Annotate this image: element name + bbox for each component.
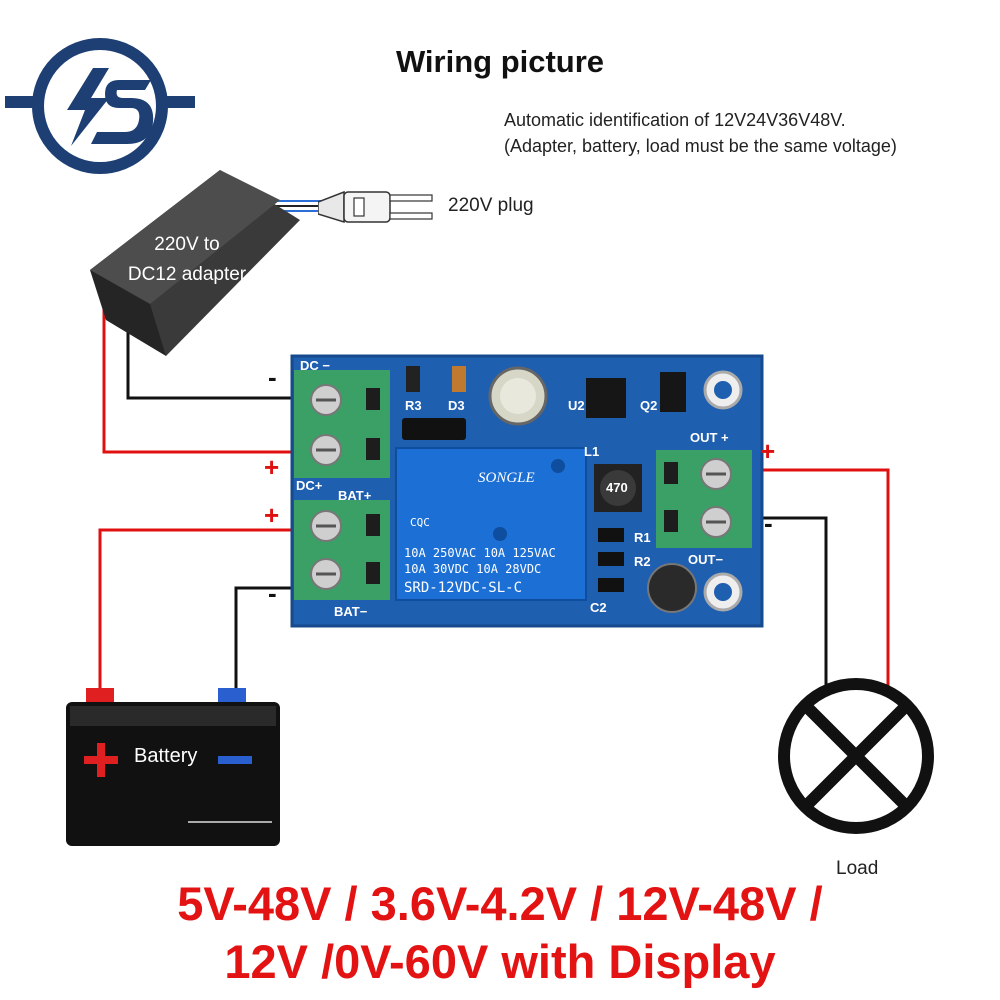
dc-plus-label: DC+ (296, 478, 323, 493)
bat-minus-label: BAT− (334, 604, 368, 619)
footer-variants-line1: 5V-48V / 3.6V-4.2V / 12V-48V / (177, 877, 823, 930)
relay-rating-line1: 10A 250VAC 10A 125VAC (404, 546, 556, 560)
page-title: Wiring picture (395, 44, 605, 79)
adapter-positive-wire (102, 308, 300, 454)
battery-positive-wire (98, 528, 300, 694)
adapter-negative-wire (126, 318, 300, 400)
plug-label: 220V plug (448, 195, 534, 216)
dc-minus-label: DC − (300, 358, 330, 373)
load-label: Load (836, 858, 879, 879)
r1-label: R1 (634, 530, 651, 545)
ac-plug (318, 190, 433, 224)
relay-rating-line2: 10A 30VDC 10A 28VDC (404, 562, 542, 576)
relay-brand: SONGLE (478, 470, 535, 486)
u2-label: U2 (568, 398, 585, 413)
output-minus-sign: - (764, 508, 773, 538)
l1-label: L1 (584, 444, 600, 459)
relay-model: SRD-12VDC-SL-C (404, 580, 523, 596)
footer-variants-line2: 12V /0V-60V with Display (224, 935, 776, 988)
output-negative-wire (750, 516, 828, 692)
r2-label: R2 (634, 554, 651, 569)
load-lamp-icon (778, 678, 934, 834)
d3-label: D3 (448, 398, 465, 413)
battery-negative-wire (234, 586, 300, 694)
brand-logo (5, 38, 195, 174)
output-plus-sign: + (760, 436, 776, 466)
inductor-code-label: 470 (606, 480, 628, 495)
battery-plus-sign: + (264, 500, 280, 530)
output-positive-wire (750, 468, 890, 692)
adapter-plus-sign: + (264, 452, 280, 482)
battery-label: Battery (134, 745, 198, 767)
out-plus-label: OUT + (690, 430, 729, 445)
r3-label: R3 (405, 398, 422, 413)
adapter-label-line2: DC12 adapter (127, 264, 247, 285)
out-minus-label: OUT− (688, 552, 724, 567)
power-adapter (90, 170, 300, 356)
bat-plus-label: BAT+ (338, 488, 372, 503)
q2-label: Q2 (640, 398, 658, 413)
adapter-minus-sign: - (268, 362, 277, 392)
switch-module-board (290, 354, 764, 628)
adapter-label-line1: 220V to (154, 234, 220, 255)
battery-minus-sign: - (268, 578, 277, 608)
voltage-note-line1: Automatic identification of 12V24V36V48V… (504, 110, 846, 130)
voltage-note-line2: (Adapter, battery, load must be the same… (504, 136, 897, 156)
c2-label: C2 (590, 600, 607, 615)
battery (66, 688, 280, 846)
relay-cqc-mark: CQC (410, 516, 430, 529)
